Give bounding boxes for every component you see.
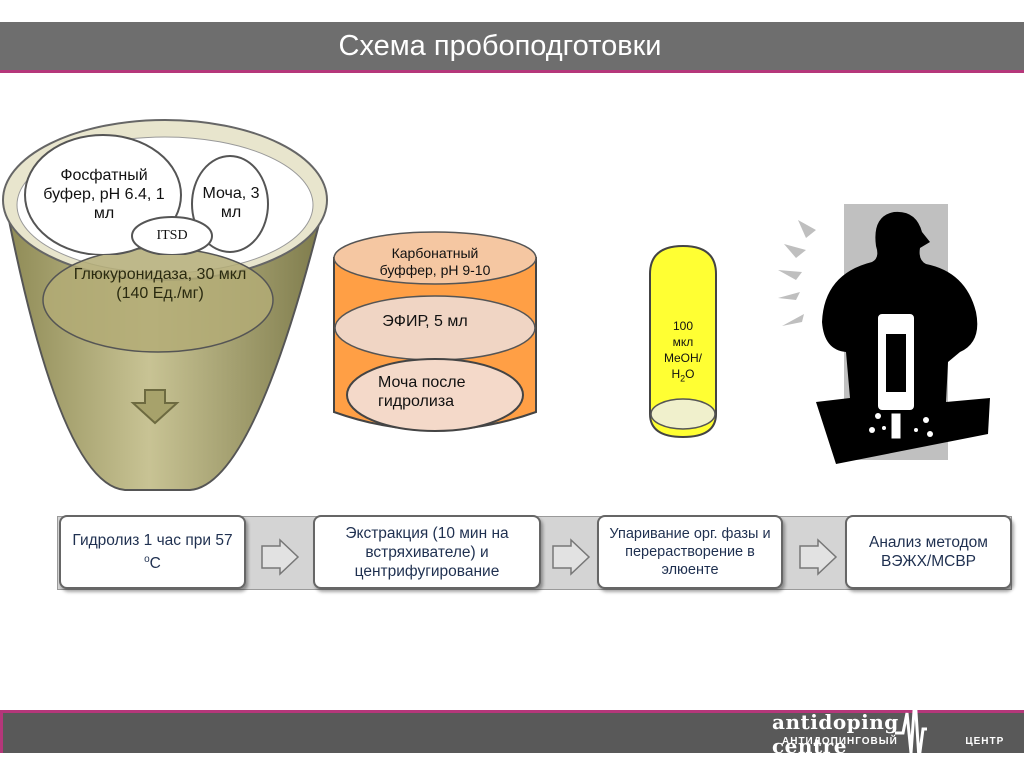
extraction-cylinder xyxy=(333,231,537,432)
logo-pulse-icon xyxy=(895,696,927,760)
step-hydrolysis: Гидролиз 1 час при 57 oC xyxy=(59,515,246,589)
tube-body xyxy=(649,244,717,439)
page-title: Схема пробоподготовки xyxy=(338,30,662,62)
title-bar xyxy=(0,22,1024,73)
hydrolyzed-layer xyxy=(346,358,524,432)
itsd-bubble xyxy=(131,216,213,255)
arrow-right-icon xyxy=(261,538,300,576)
step-analysis: Анализ методом ВЭЖХ/МСВР xyxy=(845,515,1012,589)
arrow-right-icon xyxy=(552,538,591,576)
step-evaporation: Упаривание орг. фазы и перерастворение в… xyxy=(597,515,783,589)
tube-line-3: MeOH/ xyxy=(663,351,702,365)
footer-bar xyxy=(0,710,1024,753)
urine-label: Моча, 3 мл xyxy=(202,185,260,221)
tube-line-1: 100 xyxy=(672,319,694,333)
step-extraction: Экстракция (10 мин на встряхивателе) и ц… xyxy=(313,515,541,589)
tube-line-4: H2O xyxy=(671,367,695,384)
tube-label: 100 мкл MeOH/ H2O xyxy=(652,318,714,386)
worker-jackhammer-icon xyxy=(778,204,990,464)
itsd-label: ITSD xyxy=(156,228,188,243)
logo-subtitle: АНТИДОПИНГОВЫЙ ЦЕНТР xyxy=(782,736,1005,747)
tube-line-2: мкл xyxy=(672,335,694,349)
down-arrow-icon xyxy=(130,389,180,425)
urine-bubble xyxy=(191,155,269,253)
funnel-bubbles xyxy=(24,134,269,255)
hydrolyzed-label: Моча после гидролиза xyxy=(378,374,466,410)
logo-text: antidoping centre xyxy=(772,710,899,758)
carbonate-layer xyxy=(333,231,537,285)
ether-label: ЭФИР, 5 мл xyxy=(382,313,468,330)
carbonate-label: Карбонатный буффер, pH 9-10 xyxy=(379,245,491,278)
arrow-right-icon xyxy=(799,538,838,576)
tube-bottom xyxy=(650,398,716,430)
buffer-label: Фосфатный буфер, pH 6.4, 1 мл xyxy=(43,167,165,222)
eluent-tube xyxy=(649,244,717,439)
enzyme-label: Глюкуронидаза, 30 мкл (140 Ед./мг) xyxy=(73,266,247,302)
